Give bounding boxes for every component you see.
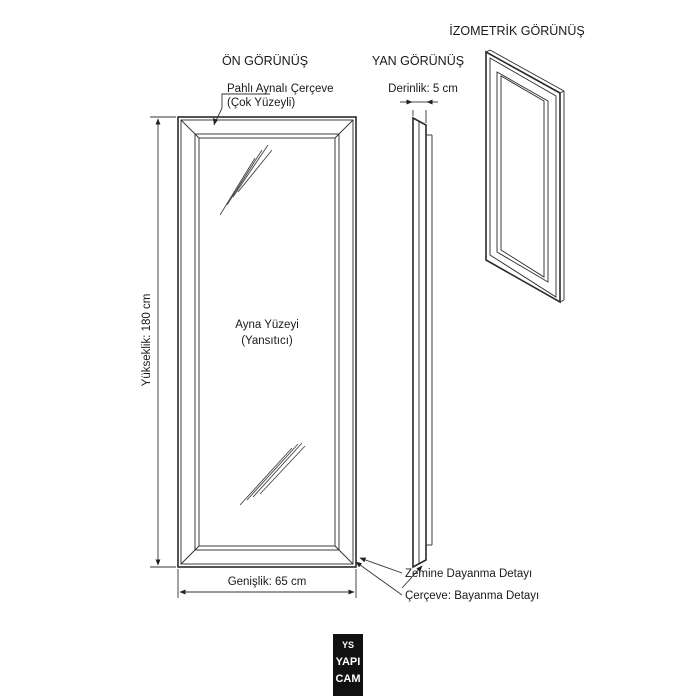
mirror-surface-sublabel: (Yansıtıcı)	[241, 335, 293, 347]
frame-detail-label: Çerçeve: Bayanma Detayı	[405, 590, 539, 602]
logo-line1: YAPI	[336, 656, 361, 668]
front-view-title: ÖN GÖRÜNÜŞ	[222, 54, 308, 68]
mirror-surface-label: Ayna Yüzeyi	[235, 319, 299, 331]
height-label: Yükseklik: 180 cm	[141, 294, 153, 387]
front-view: Ayna Yüzeyi (Yansıtıcı)	[177, 116, 357, 568]
frame-sublabel: (Çok Yüzeyli)	[227, 97, 295, 109]
side-view: Derinlik: 5 cm	[388, 83, 458, 569]
isometric-view	[485, 49, 565, 304]
frame-label: Pahlı Aynalı Çerçeve	[227, 83, 334, 95]
side-view-title: YAN GÖRÜNÜŞ	[372, 54, 464, 68]
frame-callout: Pahlı Aynalı Çerçeve (Çok Yüzeyli)	[213, 83, 334, 126]
height-dimension: Yükseklik: 180 cm	[141, 116, 176, 568]
floor-detail-label: Zemine Dayanma Detayı	[405, 568, 532, 580]
width-label: Genişlik: 65 cm	[228, 576, 307, 588]
logo-line2: CAM	[335, 673, 360, 685]
yapi-cam-logo: YS YAPI CAM	[333, 634, 363, 696]
reflection-hatch-top	[219, 144, 273, 216]
width-dimension: Genişlik: 65 cm	[177, 569, 357, 598]
logo-mark: YS	[342, 640, 354, 650]
detail-callouts: Zemine Dayanma Detayı Çerçeve: Bayanma D…	[355, 557, 539, 602]
depth-label: Derinlik: 5 cm	[388, 83, 458, 95]
isometric-view-title: İZOMETRİK GÖRÜNÜŞ	[449, 24, 584, 38]
reflection-hatch-bottom	[239, 442, 306, 506]
